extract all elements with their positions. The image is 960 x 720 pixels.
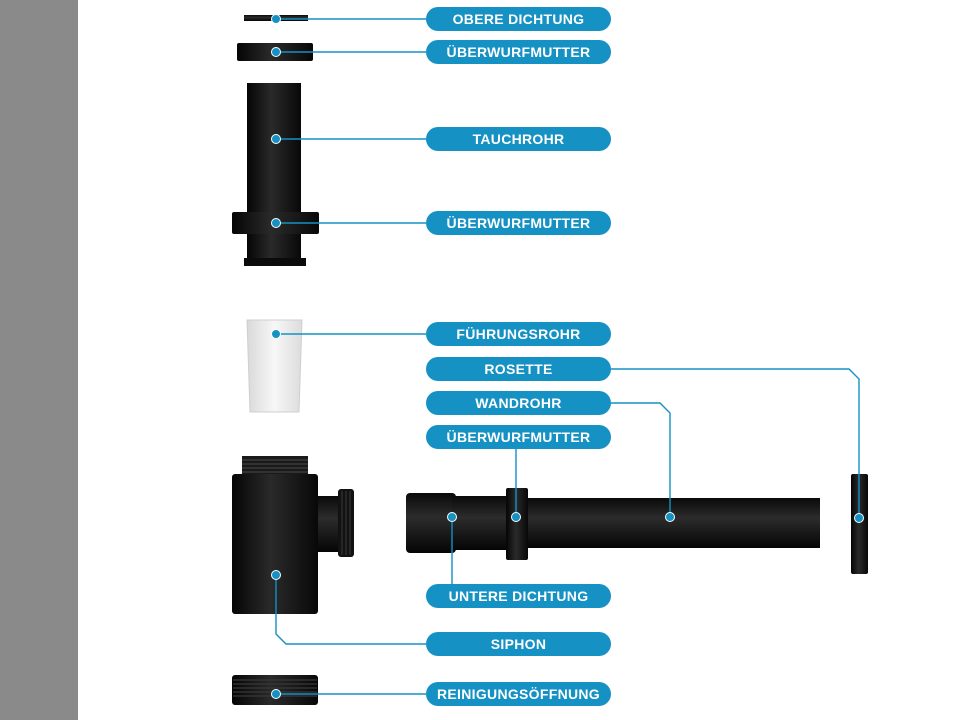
- label-untere-dichtung: UNTERE DICHTUNG: [426, 584, 611, 608]
- union-nut-pipe-part: [506, 488, 528, 560]
- wall-pipe-part: [406, 493, 820, 553]
- label-obere-dichtung: OBERE DICHTUNG: [426, 7, 611, 31]
- label-wandrohr: WANDROHR: [426, 391, 611, 415]
- label-ueberwurfmutter-middle: ÜBERWURFMUTTER: [426, 211, 611, 235]
- leader-dot-fuehrungsrohr: [271, 329, 281, 339]
- leader-dot-ueberwurfmutter-mid: [271, 218, 281, 228]
- leader-dot-untere-dichtung: [447, 512, 457, 522]
- label-tauchrohr: TAUCHROHR: [426, 127, 611, 151]
- leader-dot-ueberwurfmutter-top: [271, 47, 281, 57]
- leader-line-wandrohr: [611, 402, 671, 517]
- leader-line-rosette: [611, 368, 860, 518]
- leader-lines: [271, 14, 864, 699]
- label-ueberwurfmutter-pipe: ÜBERWURFMUTTER: [426, 425, 611, 449]
- guide-tube-part: [246, 319, 303, 413]
- label-ueberwurfmutter-top: ÜBERWURFMUTTER: [426, 40, 611, 64]
- label-fuehrungsrohr: FÜHRUNGSROHR: [426, 322, 611, 346]
- rosette-part: [851, 474, 868, 574]
- leader-dot-siphon: [271, 570, 281, 580]
- leader-line-siphon: [275, 575, 426, 645]
- label-reinigungsoeffnung: REINIGUNGSÖFFNUNG: [426, 682, 611, 706]
- leader-dot-tauchrohr: [271, 134, 281, 144]
- siphon-part: [232, 456, 354, 614]
- dip-tube-part: [244, 83, 306, 266]
- leader-dot-reinigungsoeffnung: [271, 689, 281, 699]
- leader-dot-wandrohr: [665, 512, 675, 522]
- leader-dot-rosette: [854, 513, 864, 523]
- leader-dot-ueberwurfmutter-pipe: [511, 512, 521, 522]
- label-siphon: SIPHON: [426, 632, 611, 656]
- side-strip: [0, 0, 78, 720]
- label-rosette: ROSETTE: [426, 357, 611, 381]
- leader-dot-obere-dichtung: [271, 14, 281, 24]
